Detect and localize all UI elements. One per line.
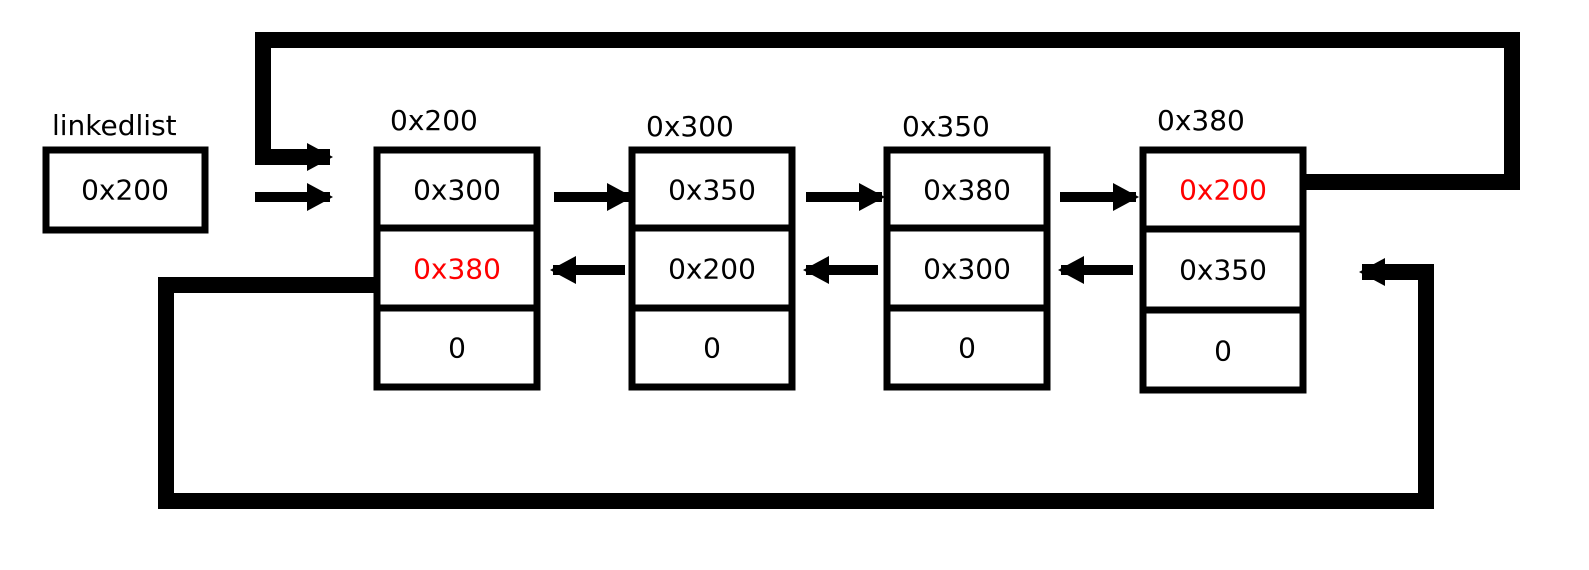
node-data: 0	[448, 332, 466, 365]
node-address-label: 0x350	[902, 110, 990, 143]
node-prev-pointer: 0x300	[923, 253, 1011, 286]
node-0x200: 0x200 0x300 0x380 0	[373, 104, 541, 391]
node-next-pointer: 0x200	[1179, 174, 1267, 207]
node-0x350: 0x350 0x380 0x300 0	[883, 110, 1051, 391]
pointer-variable-value: 0x200	[81, 174, 169, 207]
node-prev-pointer: 0x350	[1179, 254, 1267, 287]
node-prev-pointer: 0x380	[413, 253, 501, 286]
node-data: 0	[703, 332, 721, 365]
node-data: 0	[1214, 335, 1232, 368]
node-0x380: 0x380 0x200 0x350 0	[1139, 104, 1307, 394]
node-address-label: 0x380	[1157, 104, 1245, 137]
node-next-pointer: 0x350	[668, 174, 756, 207]
node-0x300: 0x300 0x350 0x200 0	[628, 110, 796, 391]
node-next-pointer: 0x380	[923, 174, 1011, 207]
node-prev-pointer: 0x200	[668, 253, 756, 286]
pointer-variable-box: 0x200	[42, 146, 209, 234]
node-data: 0	[958, 332, 976, 365]
node-next-pointer: 0x300	[413, 174, 501, 207]
circular-prev-link	[158, 258, 1434, 509]
node-address-label: 0x300	[646, 110, 734, 143]
circular-next-link	[255, 32, 1520, 190]
pointer-variable-name: linkedlist	[52, 109, 177, 142]
node-address-label: 0x200	[390, 104, 478, 137]
